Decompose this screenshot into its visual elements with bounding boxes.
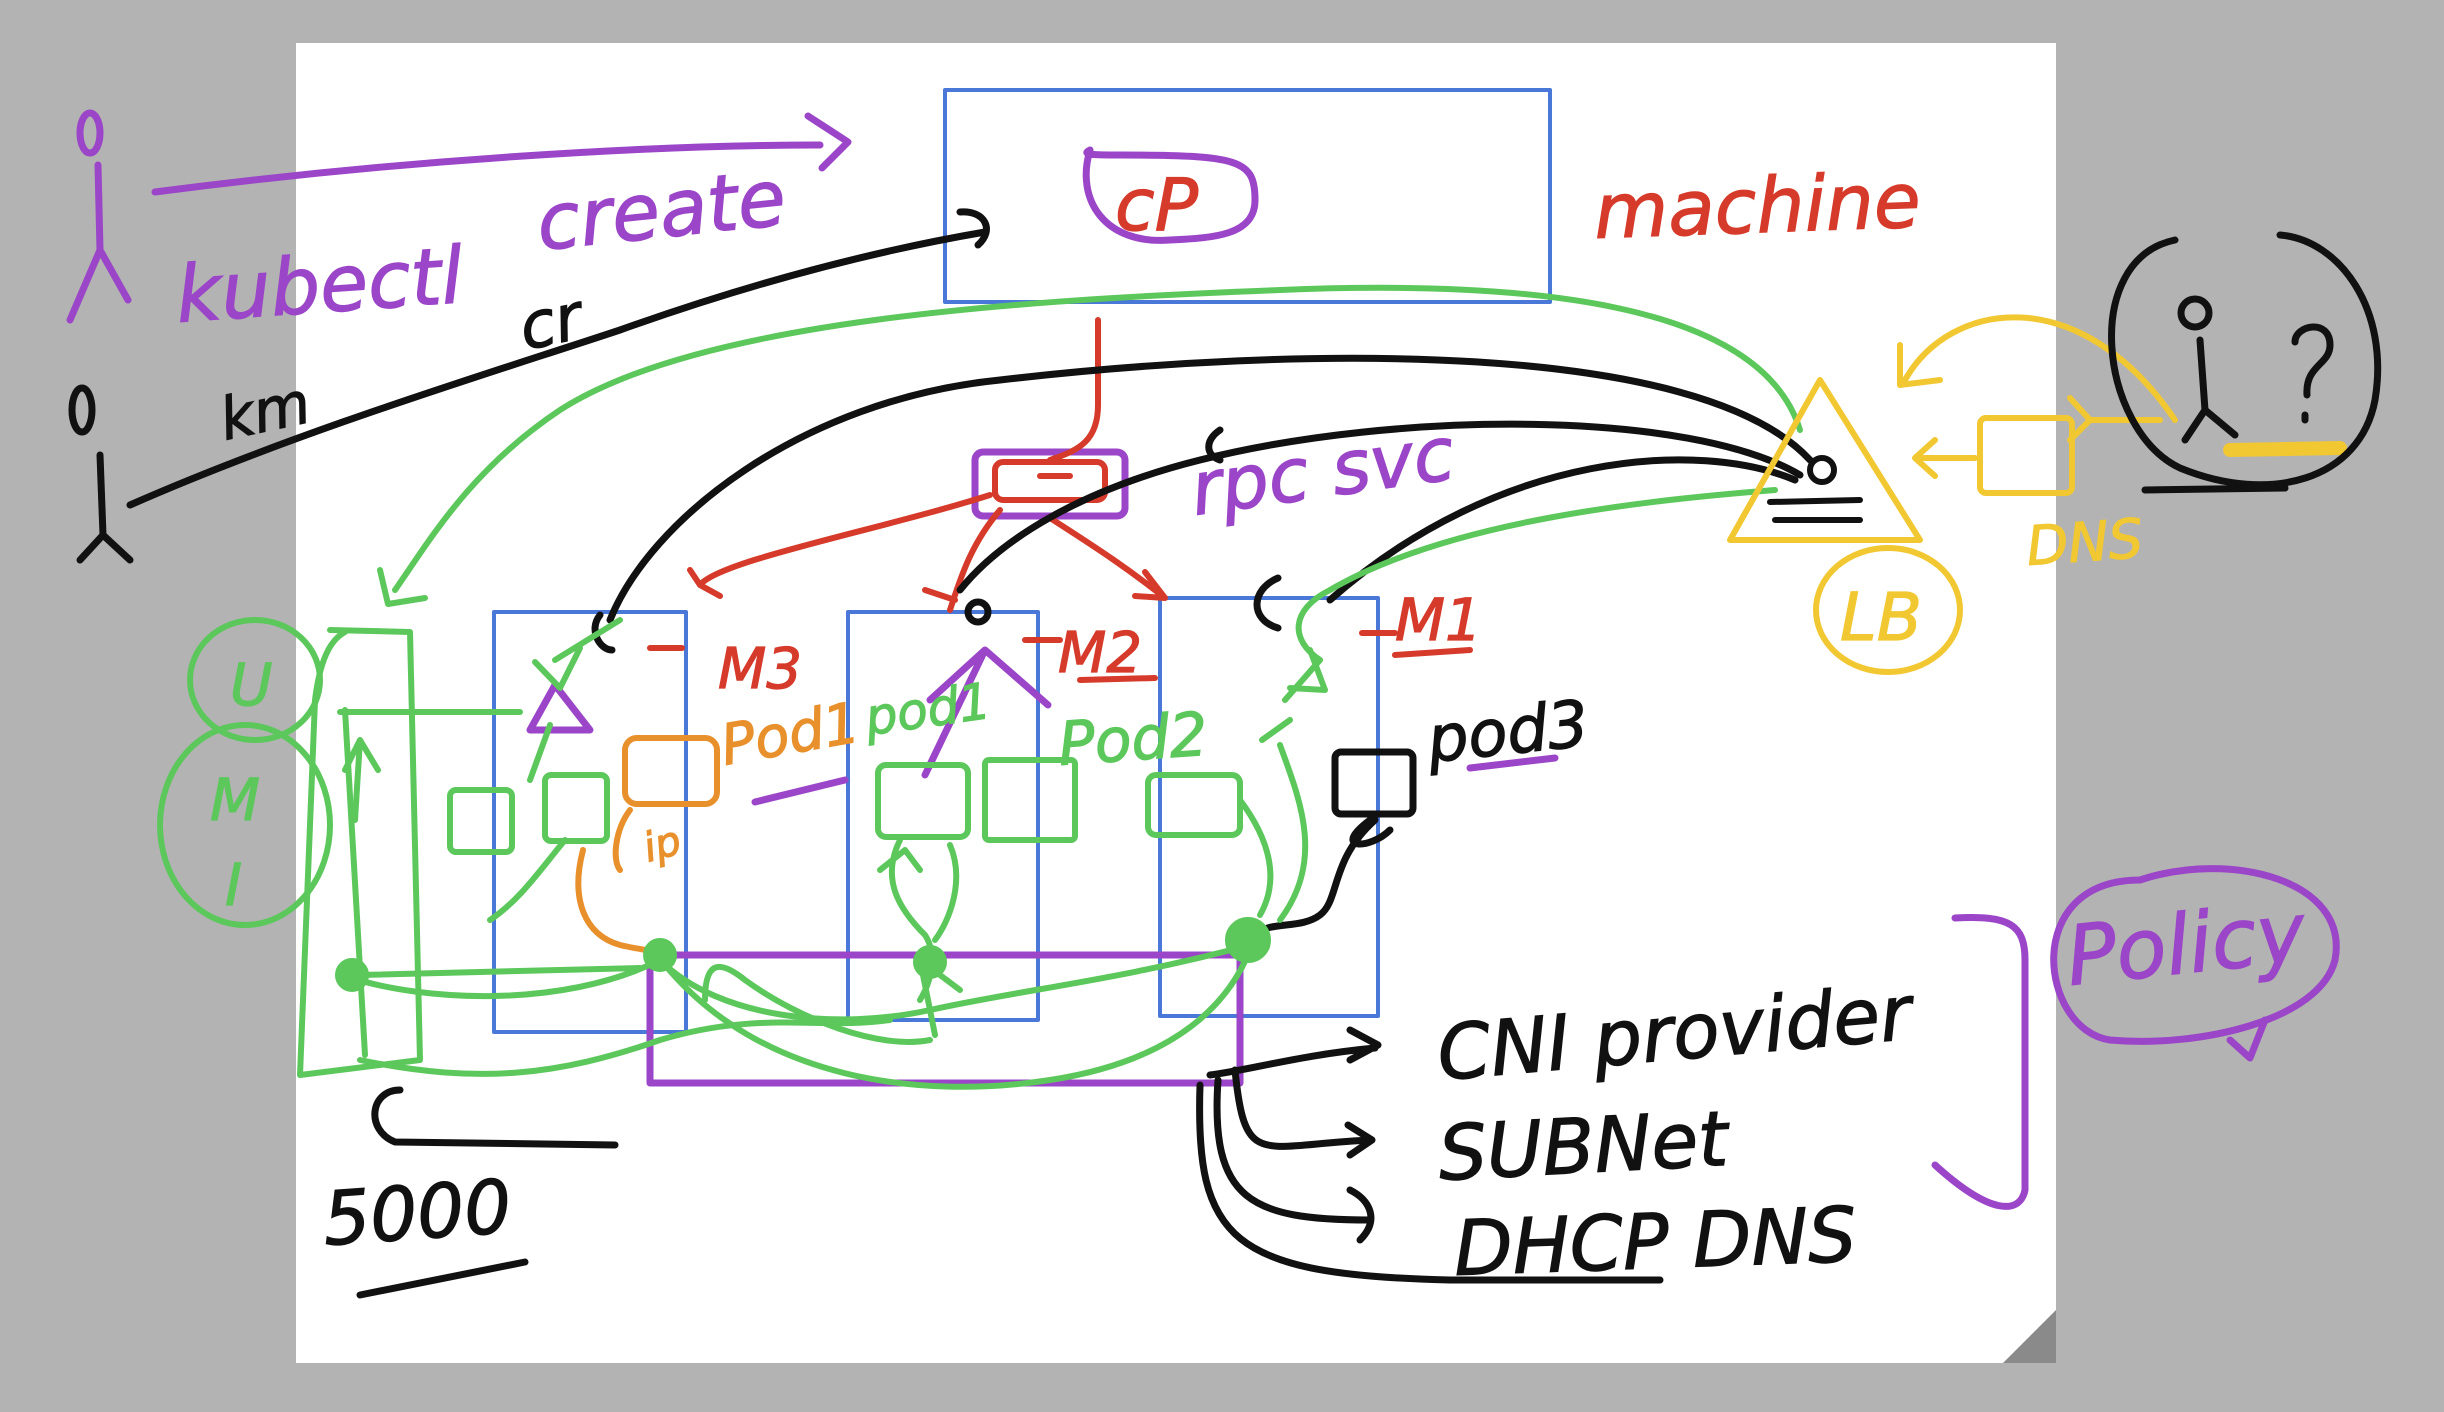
- port-underline: [356, 1258, 529, 1299]
- m3-inner-triangle: [526, 681, 594, 734]
- port-arrow: [371, 1086, 619, 1149]
- cni-connector-2: [1231, 1066, 1376, 1159]
- cp-to-rpc-line: [1047, 317, 1101, 463]
- left-hline-2: [357, 965, 643, 978]
- laptop-stand: [2141, 484, 2289, 494]
- network-green-loop-3: [702, 963, 933, 1045]
- dns-box: [1977, 415, 2075, 496]
- m2-underline: [1077, 675, 1158, 683]
- cp-outline: [1082, 146, 1259, 244]
- pod3-link: [1251, 816, 1394, 939]
- label-side-i: I: [225, 851, 242, 919]
- yellow-strokes: [1727, 314, 2347, 675]
- cni-connector-3: [1213, 1076, 1375, 1244]
- left-bus: [297, 627, 423, 1078]
- control-plane-box: [943, 88, 1552, 304]
- m2-knot: [964, 598, 992, 626]
- admin-figure-body: [76, 451, 134, 564]
- kubectl-create-arrow: [151, 112, 852, 196]
- m1-underline: [1392, 647, 1473, 658]
- m3-orange-curl: [612, 807, 633, 873]
- cni-connector-1: [1206, 1026, 1382, 1079]
- label-pod2: Pod2: [1056, 700, 1210, 780]
- pod3-underline: [1466, 754, 1559, 772]
- lb-outer-green-loop: [377, 284, 1803, 607]
- label-kubectl: kubectl: [173, 231, 466, 341]
- m2-pod-a: [875, 762, 971, 840]
- lb-to-m3-line: [591, 354, 1814, 654]
- external-user: [2108, 231, 2382, 494]
- label-port: 5000: [320, 1164, 514, 1263]
- label-side-m: M: [210, 766, 260, 834]
- machine-m3-box: [492, 610, 688, 1034]
- lb-port-circle: [1807, 455, 1837, 485]
- label-cp: cP: [1115, 163, 1199, 247]
- m2-green-links: [877, 837, 963, 1038]
- label-machine: machine: [1593, 156, 1923, 256]
- machine-m1-box: [1158, 596, 1380, 1018]
- hub-m2: [913, 945, 947, 979]
- cni-connector-4: [1196, 1081, 1664, 1284]
- admin-figure-head: [68, 384, 96, 436]
- network-green-loop-2: [662, 947, 1253, 1090]
- external-user-circle: [2108, 231, 2382, 489]
- lb-port-lines: [1767, 497, 1863, 523]
- pod3-box: [1331, 748, 1417, 818]
- user-to-lb-arrow: [1897, 314, 2178, 423]
- green-strokes: [157, 284, 1803, 1090]
- external-user-head: [2177, 295, 2213, 331]
- m2-pod-b: [982, 757, 1078, 843]
- cni-bracket: [1931, 914, 2029, 1210]
- pod1-box-m3: [622, 735, 720, 807]
- page-curl-corner: [2003, 1310, 2056, 1363]
- rpc-to-m1-arrow: [1047, 515, 1168, 601]
- label-lb: LB: [1840, 579, 1922, 656]
- question-mark-icon: [2291, 323, 2334, 424]
- m1-green-links: [1237, 647, 1328, 923]
- network-green-loop-5: [357, 1017, 893, 1077]
- label-subnet: SUBNet: [1436, 1094, 1733, 1198]
- label-m3: M3: [718, 637, 802, 702]
- user-figure-body: [66, 161, 132, 324]
- left-arrow-up: [342, 737, 381, 823]
- label-dns: DNS: [2025, 507, 2145, 578]
- lb-to-m1-green: [1295, 487, 1778, 663]
- rpc-to-m2-arrow: [922, 507, 1003, 613]
- policy-ellipse: [2050, 865, 2340, 1062]
- label-policy: Policy: [2062, 885, 2311, 1005]
- rpc-inner-rect: [992, 459, 1108, 503]
- network-green-loop-4: [349, 957, 663, 1000]
- admin-to-cp-line: [126, 208, 990, 509]
- rpc-to-m3-arrow: [687, 492, 993, 599]
- dns-arrow: [2067, 395, 2163, 443]
- side-mi-ellipse: [157, 722, 333, 928]
- lb-triangle: [1727, 377, 1923, 543]
- m3-pod-a: [447, 787, 515, 855]
- dns-to-lb-arrow: [1912, 437, 1978, 479]
- m3-green-arrows: [487, 617, 623, 923]
- label-m1: M1: [1395, 586, 1482, 654]
- lb-inner-marks: [1767, 455, 1863, 523]
- pod-underline-m3: [751, 776, 849, 806]
- lb-ellipse: [1813, 545, 1963, 675]
- label-pod3: pod3: [1423, 687, 1592, 778]
- label-dhcp-dns: DHCP DNS: [1453, 1190, 1858, 1293]
- red-strokes: [647, 317, 1473, 683]
- label-m2: M2: [1058, 621, 1142, 686]
- blue-boxes: [492, 88, 1552, 1034]
- lb-to-m2-line: [956, 420, 1804, 594]
- label-side-u: U: [230, 651, 272, 719]
- m3-pod-b: [542, 772, 610, 844]
- m2-inner-arrow: [921, 646, 1052, 779]
- lb-to-m1-line: [1253, 456, 1799, 632]
- black-strokes: [68, 208, 1814, 1299]
- machine-m2-box: [846, 610, 1040, 1022]
- user-figure-head: [76, 109, 104, 157]
- network-green-loop-1: [657, 942, 1253, 1023]
- external-user-body: [2181, 336, 2239, 444]
- laptop-base: [2223, 441, 2347, 457]
